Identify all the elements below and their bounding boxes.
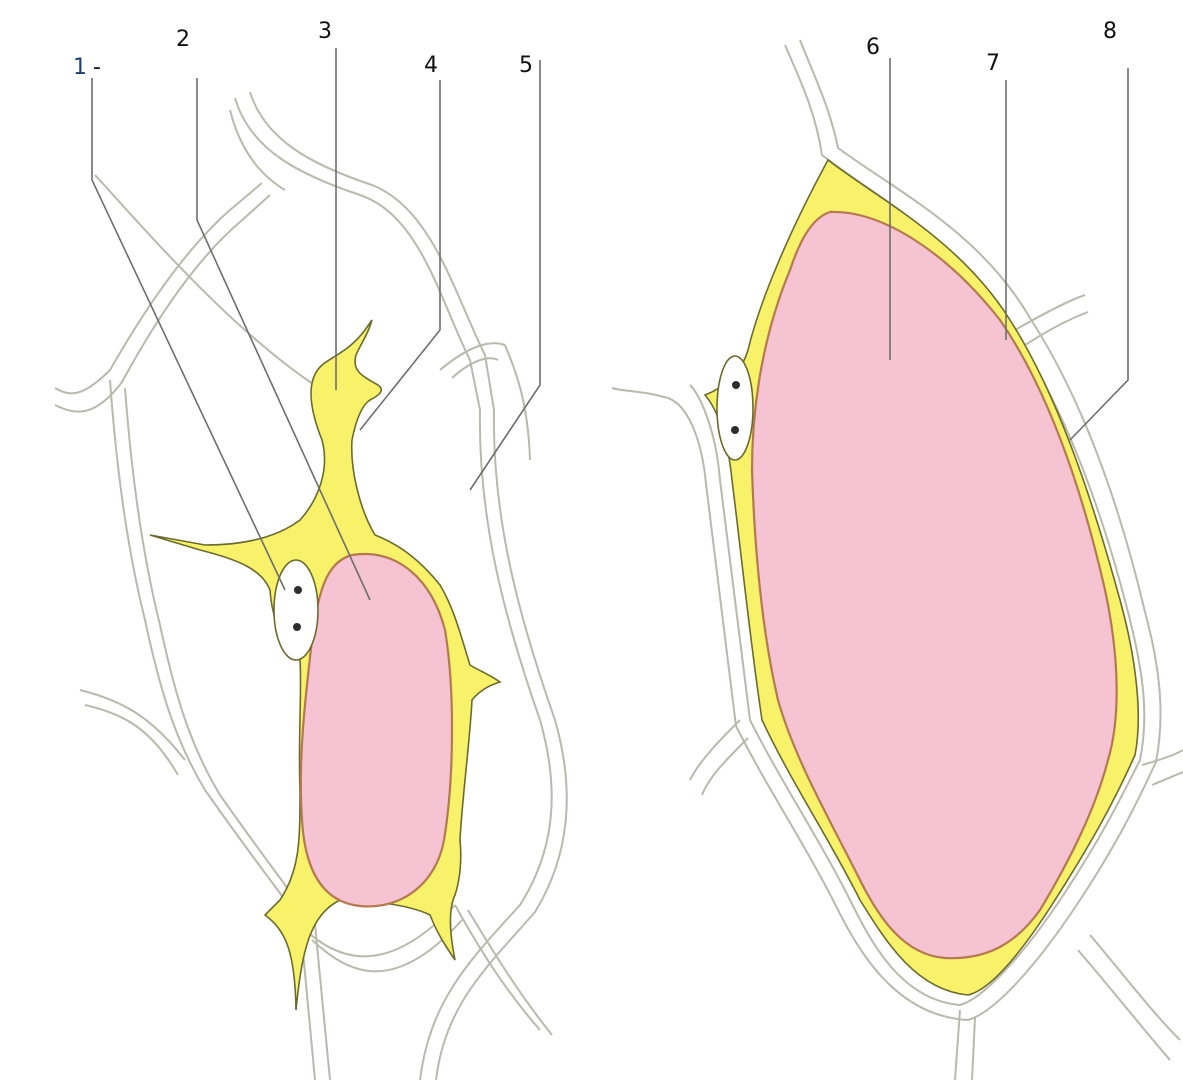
label-1-tick: - (93, 55, 101, 80)
left-nucleus (274, 560, 318, 660)
right-nucleolus-1 (732, 381, 740, 389)
label-2: 2 (176, 27, 190, 52)
leader-4 (360, 80, 440, 430)
label-3: 3 (318, 19, 332, 44)
label-7: 7 (986, 51, 1000, 76)
left-vacuole (301, 554, 452, 906)
right-nucleolus-2 (731, 426, 739, 434)
left-cell-group (55, 48, 567, 1080)
number-labels: 1 - 2 3 4 5 6 7 8 (73, 19, 1117, 80)
label-8: 8 (1103, 19, 1117, 44)
label-6: 6 (866, 35, 880, 60)
right-nucleus (717, 356, 753, 460)
left-nucleolus-1 (294, 586, 302, 594)
left-nucleolus-2 (293, 623, 301, 631)
label-4: 4 (424, 53, 438, 78)
leader-1 (92, 78, 285, 590)
label-1: 1 (73, 55, 87, 80)
right-cell-group (612, 40, 1183, 1080)
leader-8 (1070, 68, 1128, 440)
label-5: 5 (519, 53, 533, 78)
